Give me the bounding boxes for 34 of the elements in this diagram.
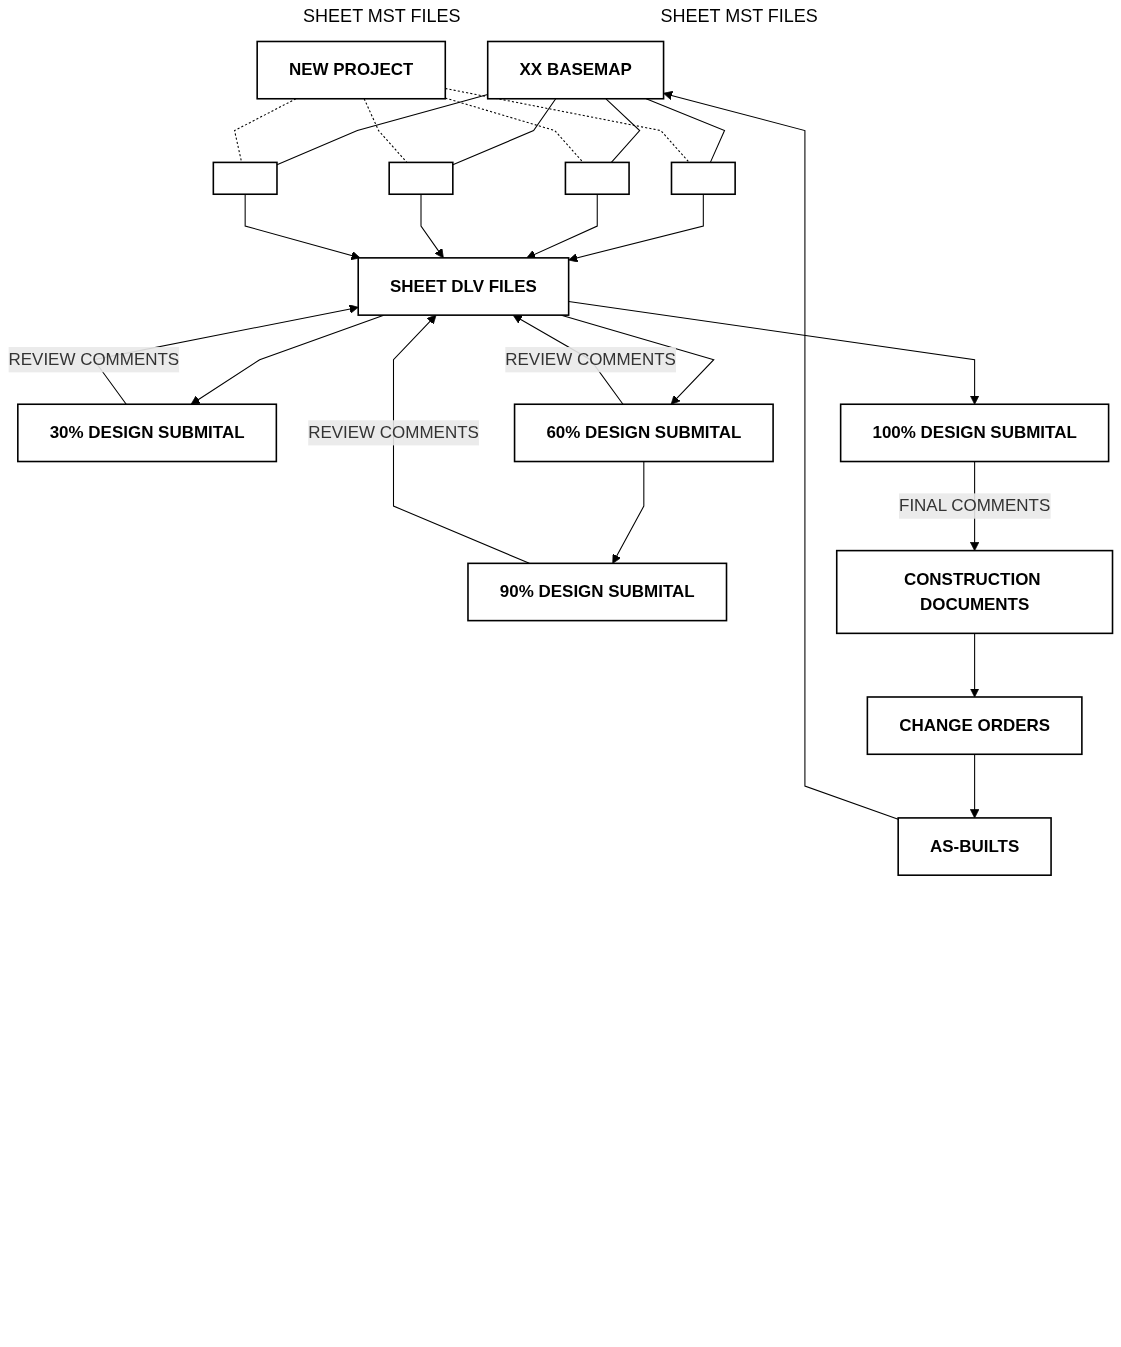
node-box	[670, 161, 736, 196]
node-box: NEW PROJECT	[256, 40, 447, 100]
arrow	[244, 193, 361, 261]
edge-label: REVIEW COMMENTS	[8, 350, 180, 369]
edge-label: REVIEW COMMENTS	[308, 423, 479, 442]
arrow	[663, 90, 899, 820]
connector	[363, 98, 408, 163]
arrow	[568, 193, 704, 263]
group-label: SHEET MST FILES	[660, 6, 818, 27]
group-label: SHEET MST FILES	[303, 6, 461, 27]
node-box: CHANGE ORDERS	[866, 696, 1083, 756]
arrow	[420, 193, 444, 259]
node-box: 30% DESIGN SUBMITAL	[17, 403, 278, 463]
node-box	[388, 161, 454, 196]
node-box: CONSTRUCTION DOCUMENTS	[835, 549, 1114, 635]
arrow	[969, 753, 980, 819]
arrow	[526, 193, 598, 259]
arrow	[969, 632, 980, 698]
edge-label: FINAL COMMENTS	[899, 496, 1051, 515]
node-box	[564, 161, 630, 196]
connector	[444, 87, 690, 163]
edge-label: REVIEW COMMENTS	[505, 350, 676, 369]
node-box	[212, 161, 278, 196]
node-box: 60% DESIGN SUBMITAL	[513, 403, 774, 463]
connector	[444, 97, 584, 163]
arrow	[612, 461, 645, 564]
node-box: SHEET DLV FILES	[357, 257, 570, 316]
node-box: 100% DESIGN SUBMITAL	[839, 403, 1110, 463]
node-box: 90% DESIGN SUBMITAL	[467, 562, 728, 622]
node-box: XX BASEMAP	[486, 40, 665, 100]
arrow	[392, 314, 530, 564]
arrow	[568, 301, 980, 405]
connector	[452, 98, 557, 166]
node-box: AS-BUILTS	[897, 817, 1052, 876]
